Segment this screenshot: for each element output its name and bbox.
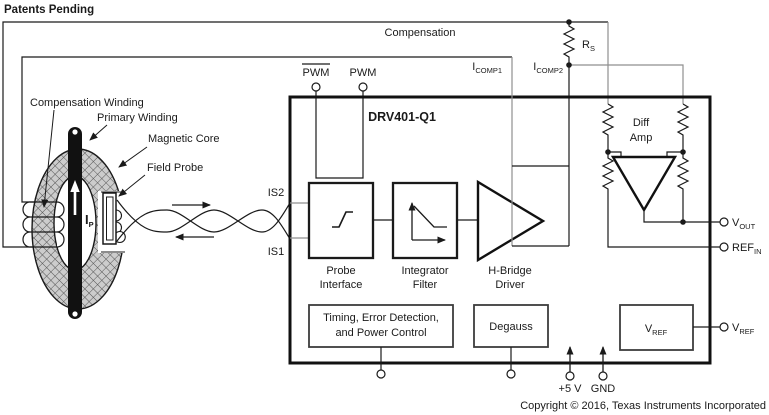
degauss-block: Degauss [473, 304, 549, 379]
magnetic-core-label: Magnetic Core [148, 133, 220, 145]
hysteresis-icon [332, 211, 353, 228]
rs-resistor [562, 22, 576, 65]
probe-interface-label-1: Probe [326, 265, 355, 277]
primary-winding-label: Primary Winding [97, 112, 178, 124]
integrator-filter-label-1: Integrator [401, 265, 448, 277]
resistor-top-left [601, 103, 615, 152]
field-probe-pointer [118, 174, 146, 197]
gnd-terminal [598, 371, 608, 381]
refin-pin-label: REFIN [732, 242, 762, 256]
field-probe-label: Field Probe [147, 162, 203, 174]
probe-interface-block: Probe Interface [307, 181, 375, 291]
pwm-wires [315, 91, 364, 179]
h-bridge-driver-block: H-Bridge Driver [476, 57, 569, 291]
hbridge-output-rails [512, 165, 569, 247]
twisted-wire-b [116, 209, 291, 242]
is1-pin-label: IS1 [268, 246, 285, 258]
primary-winding-pointer [89, 124, 108, 141]
icomp2-pin-label: ICOMP2 [533, 61, 563, 75]
copyright-note: Copyright © 2016, Texas Instruments Inco… [520, 400, 766, 412]
twisted-pair [116, 199, 291, 242]
compensation-winding-label: Compensation Winding [30, 97, 144, 109]
supply-label: +5 V [559, 383, 583, 395]
sense-wire-right [569, 64, 684, 104]
resistor-bottom-left-refin [601, 152, 720, 248]
ip-label: IP [85, 212, 94, 229]
resistor-bottom-right [676, 152, 690, 222]
hbridge-label-2: Driver [495, 279, 525, 291]
compensation-label: Compensation [385, 27, 456, 39]
opamp-triangle [610, 155, 678, 213]
gnd-label: GND [591, 383, 616, 395]
degauss-label: Degauss [489, 321, 533, 333]
pwm-bar-terminal [311, 82, 321, 92]
hbridge-label-1: H-Bridge [488, 265, 531, 277]
twisted-wire-a [116, 199, 291, 233]
callout-labels: Compensation Winding Primary Winding Mag… [30, 97, 220, 208]
vref-block-label: VREF [645, 323, 668, 337]
integrator-curve-icon [408, 202, 447, 244]
resistor-top-right [676, 103, 690, 152]
patents-pending-note: Patents Pending [4, 4, 94, 16]
integrator-filter-block: Integrator Filter [391, 181, 459, 291]
vref-terminal [719, 322, 729, 332]
output-terminals: VOUT REFIN [719, 217, 762, 256]
degauss-terminal [506, 369, 516, 379]
opamp-input-stubs [608, 151, 683, 157]
rs-label: RS [582, 39, 595, 53]
vout-terminal [719, 217, 729, 227]
chip-title: DRV401-Q1 [368, 110, 436, 124]
probe-interface-label-2: Interface [320, 279, 363, 291]
is-pins: IS2 IS1 [268, 187, 309, 258]
diff-amp-network: Diff Amp [601, 103, 720, 248]
vout-pin-label: VOUT [732, 217, 756, 231]
magnetic-core-pointer [118, 146, 148, 168]
hbridge-triangle [476, 179, 546, 263]
current-sensor-core: IP [22, 127, 131, 319]
compensation-winding [22, 201, 65, 248]
diff-amp-label-1: Diff [633, 117, 650, 129]
vref-block: VREF VREF [619, 304, 755, 351]
diff-amp-label-2: Amp [630, 132, 653, 144]
timing-label-1: Timing, Error Detection, [323, 312, 439, 324]
supply-pins: +5 V GND [559, 346, 616, 395]
compensation-winding-pointer [41, 109, 55, 208]
pwm-terminal [358, 82, 368, 92]
shunt-resistor-rs: RS [562, 22, 684, 246]
vout-wire [643, 210, 720, 223]
integrator-filter-label-2: Filter [413, 279, 438, 291]
primary-winding-bar [68, 127, 82, 319]
timing-terminal [376, 369, 386, 379]
pwm-bar-pin-label: PWM [303, 67, 330, 79]
timing-label-2: and Power Control [335, 327, 426, 339]
refin-terminal [719, 242, 729, 252]
is2-pin-label: IS2 [268, 187, 285, 199]
pwm-pins: PWM PWM [302, 63, 377, 179]
vref-pin-label: VREF [732, 322, 755, 336]
drv401-chip-outline [288, 95, 712, 365]
supply-terminal [565, 371, 575, 381]
junction-dots [566, 19, 686, 225]
icomp1-pin-label: ICOMP1 [472, 61, 502, 75]
pwm-pin-label: PWM [350, 67, 377, 79]
timing-block: Timing, Error Detection, and Power Contr… [308, 304, 454, 379]
